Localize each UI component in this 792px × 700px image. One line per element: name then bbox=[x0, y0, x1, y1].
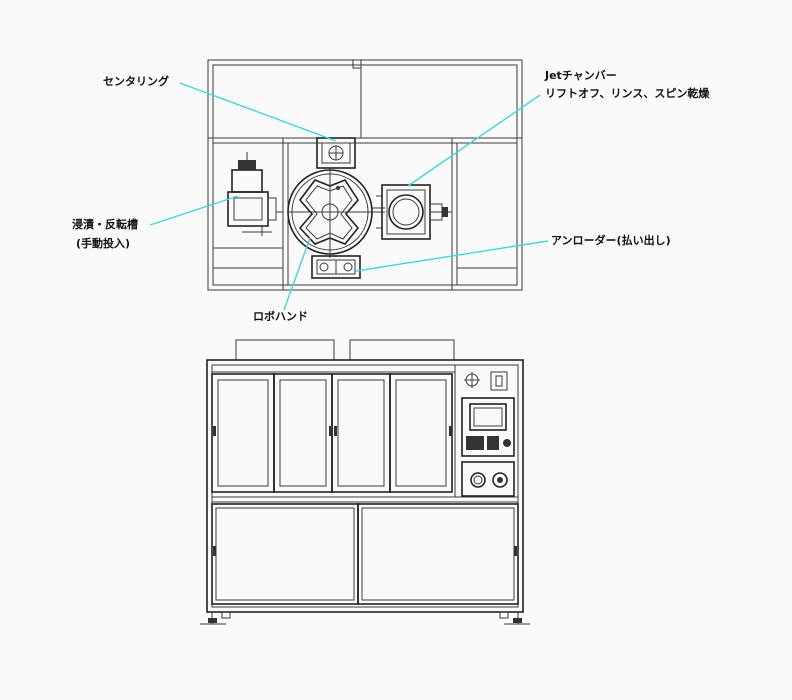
control-panel bbox=[461, 371, 515, 497]
jet-chamber bbox=[376, 184, 452, 240]
unloader-unit bbox=[311, 255, 361, 279]
lower-doors bbox=[211, 503, 519, 605]
cabinet-frame bbox=[206, 359, 524, 613]
centering-unit bbox=[316, 137, 356, 169]
label-centering: センタリング bbox=[103, 75, 169, 88]
label-jet-chamber-process: リフトオフ、リンス、スピン乾燥 bbox=[545, 87, 710, 100]
leader-jet-chamber bbox=[407, 94, 541, 187]
immersion-reversing-tank bbox=[227, 152, 283, 236]
front-view-elevation bbox=[200, 339, 530, 625]
upper-doors bbox=[211, 373, 453, 493]
leader-immersion bbox=[149, 195, 239, 226]
label-robot-hand: ロボハンド bbox=[253, 310, 308, 323]
label-manual-loading: (手動投入) bbox=[76, 237, 131, 250]
robot-hand-unit bbox=[287, 168, 385, 258]
leader-centering bbox=[179, 82, 337, 142]
top-view-frame bbox=[207, 59, 523, 291]
leveling-feet bbox=[200, 611, 530, 625]
top-view-plan bbox=[207, 59, 523, 291]
leader-lines bbox=[149, 82, 549, 311]
leader-robot-hand bbox=[283, 237, 311, 311]
label-unloader: アンローダー(払い出し) bbox=[551, 234, 671, 247]
label-jet-chamber-title: Jetチャンバー bbox=[545, 69, 617, 82]
leader-unloader bbox=[355, 240, 549, 272]
label-immersion-tank: 浸漬・反転槽 bbox=[72, 218, 138, 231]
